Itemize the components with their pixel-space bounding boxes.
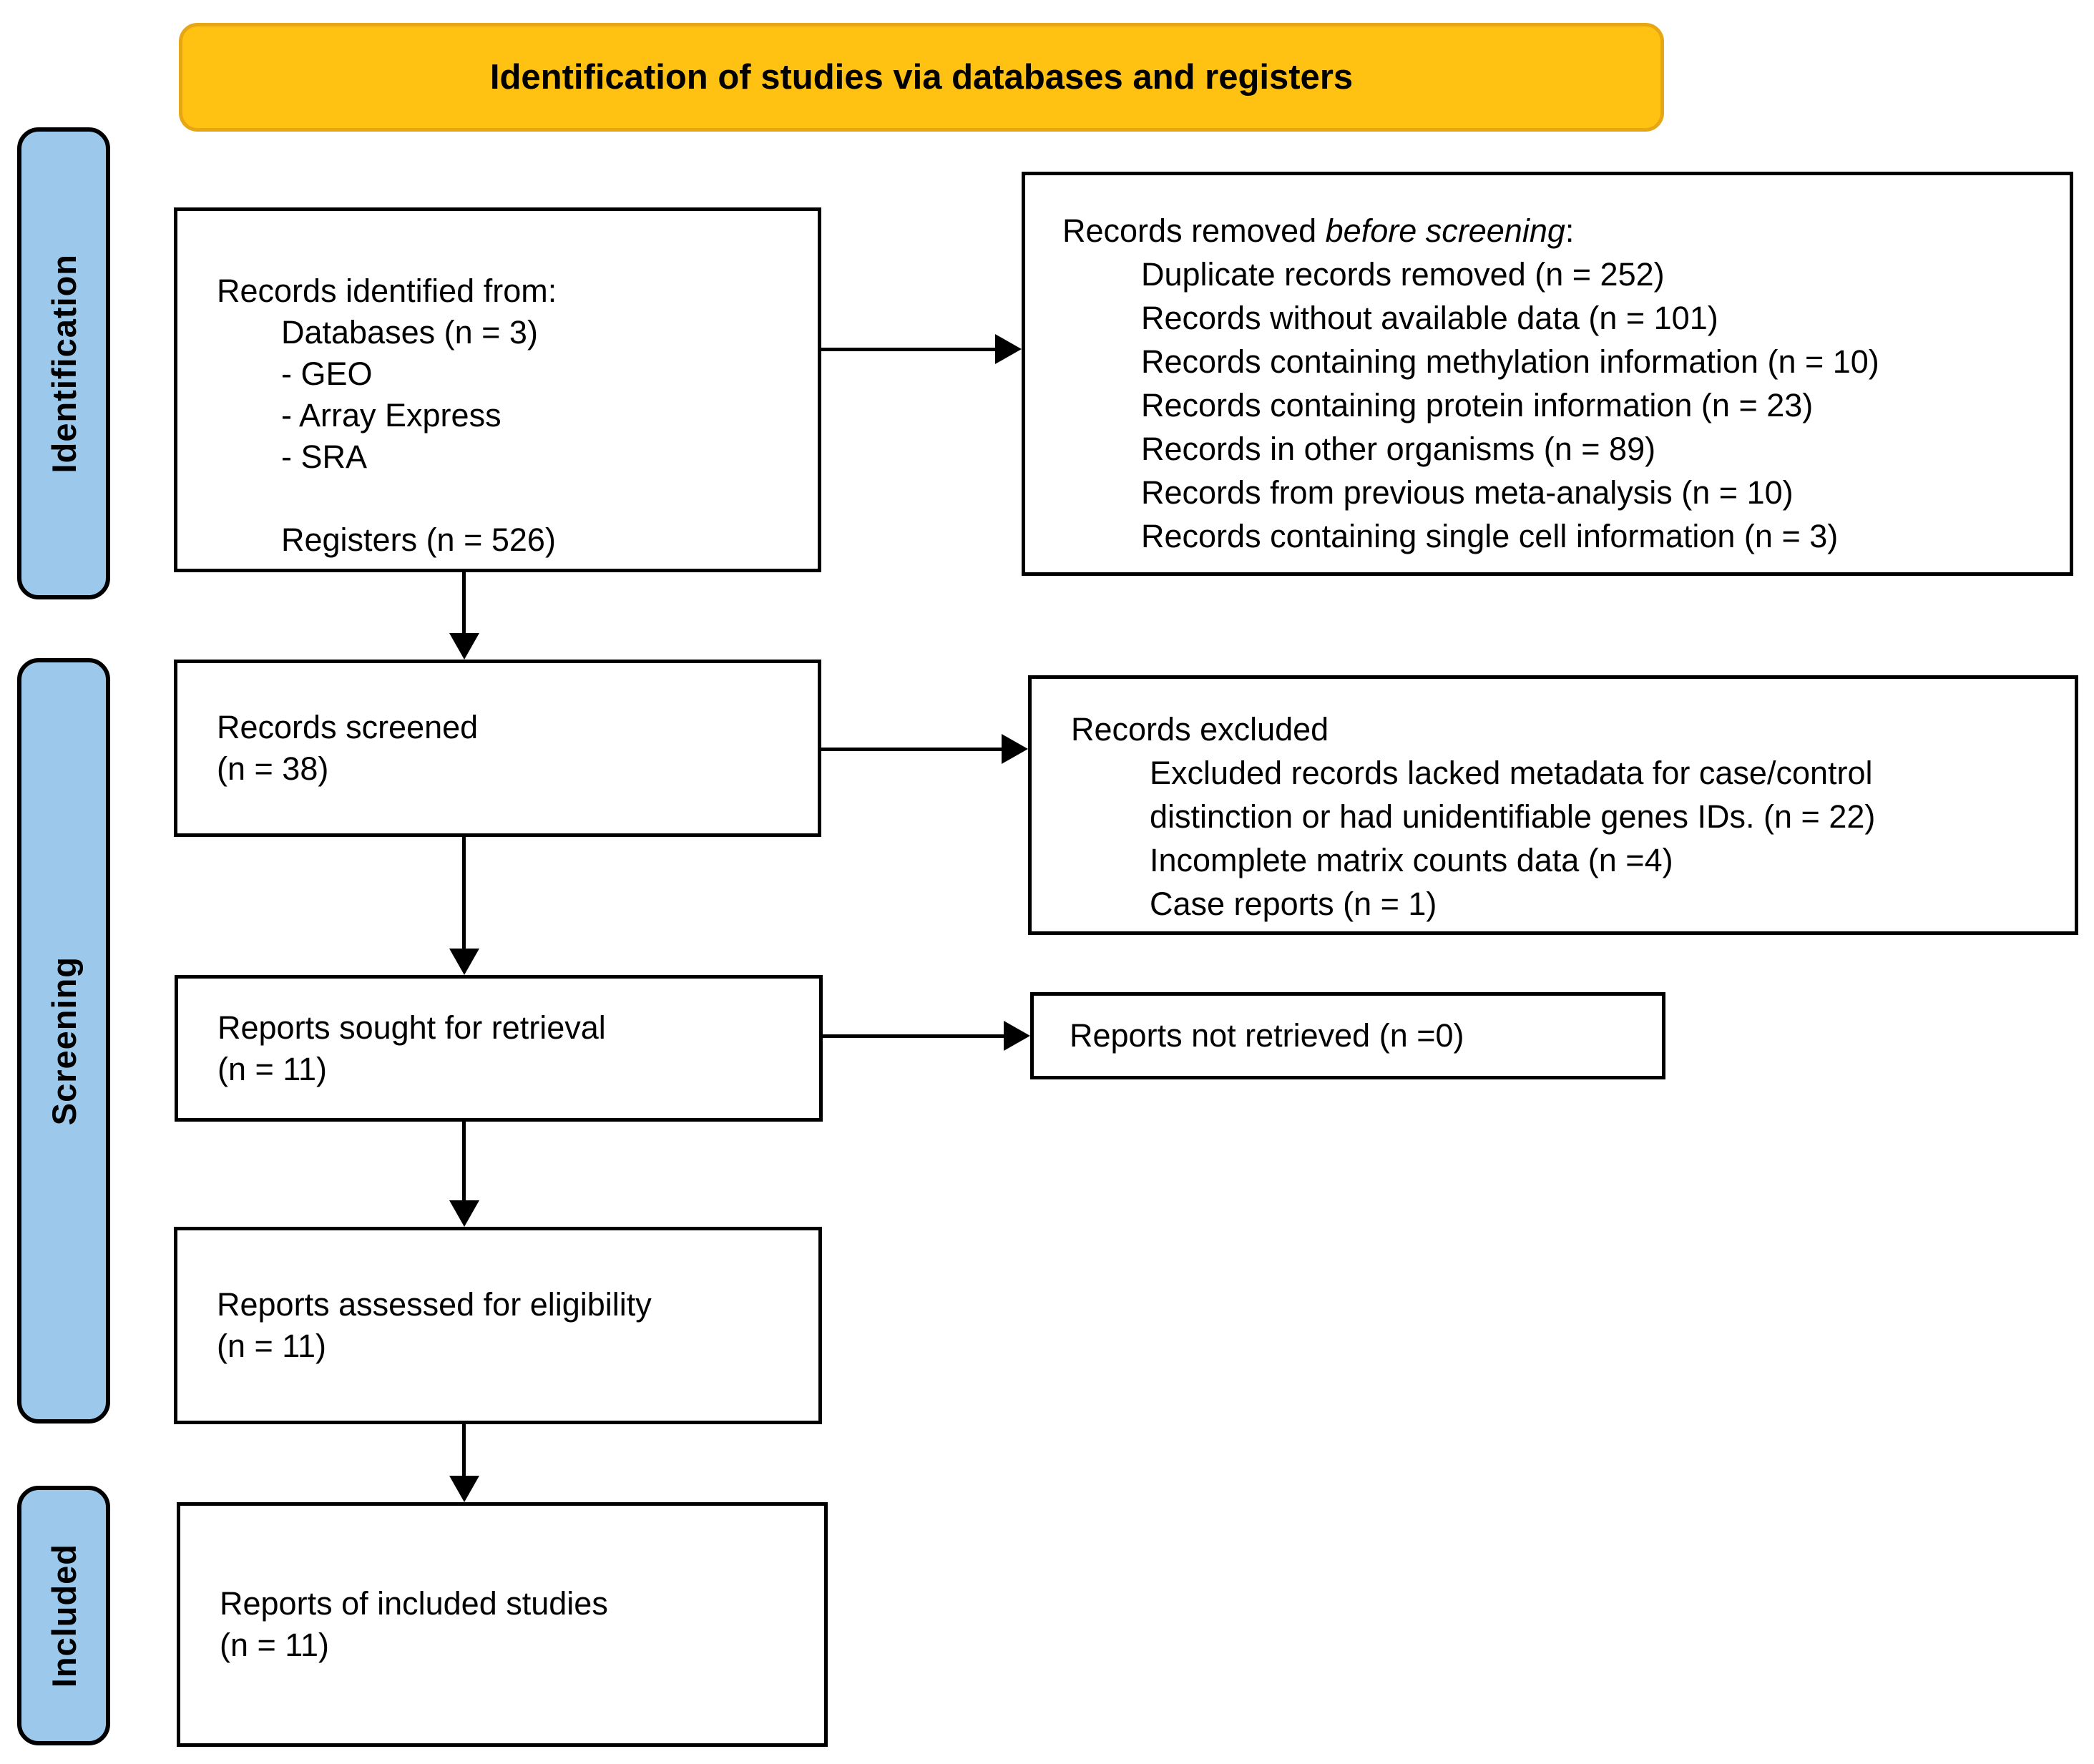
records-removed-item: Records containing methylation informati… [1141,343,1879,380]
stage-included: Included [17,1486,110,1745]
records-identified-item: - Array Express [281,397,502,433]
records-excluded-title: Records excluded [1071,711,1329,748]
banner-title: Identification of studies via databases … [179,23,1664,132]
reports-assessed-count: (n = 11) [217,1328,326,1364]
box-records-removed: Records removed before screening: Duplic… [1022,172,2073,576]
records-removed-item: Records from previous meta-analysis (n =… [1141,474,1794,511]
box-reports-included: Reports of included studies (n = 11) [177,1502,828,1747]
arrow-line [462,837,466,950]
records-removed-title-prefix: Records removed [1062,212,1326,249]
reports-sought-count: (n = 11) [217,1050,327,1087]
arrow-line [462,1122,466,1202]
records-removed-item: Records containing protein information (… [1141,387,1814,423]
arrowhead-right-icon [1004,1021,1030,1051]
records-removed-item: Records without available data (n = 101) [1141,300,1718,336]
box-reports-sought: Reports sought for retrieval (n = 11) [175,975,823,1122]
stage-included-label: Included [44,1543,83,1688]
reports-assessed-label: Reports assessed for eligibility [217,1286,652,1323]
records-excluded-item: Excluded records lacked metadata for cas… [1150,755,1873,791]
reports-not-retrieved-label: Reports not retrieved (n =0) [1070,1017,1464,1054]
arrowhead-down-icon [449,1200,479,1227]
arrow-line [462,572,466,635]
records-identified-item: - SRA [281,438,368,475]
arrowhead-down-icon [449,1476,479,1502]
box-records-excluded: Records excluded Excluded records lacked… [1028,675,2078,935]
reports-sought-label: Reports sought for retrieval [217,1009,606,1046]
box-reports-not-retrieved: Reports not retrieved (n =0) [1030,992,1665,1079]
records-excluded-item: Incomplete matrix counts data (n =4) [1150,842,1673,878]
stage-identification: Identification [17,127,110,599]
reports-included-count: (n = 11) [220,1627,329,1663]
reports-included-label: Reports of included studies [220,1585,608,1622]
records-excluded-item: Case reports (n = 1) [1150,886,1437,922]
records-removed-title: Records removed before screening: [1062,209,2059,253]
stage-screening: Screening [17,658,110,1424]
records-identified-item: Databases (n = 3) [281,314,538,351]
arrowhead-down-icon [449,949,479,975]
arrowhead-down-icon [449,633,479,660]
arrow-line [821,748,1004,751]
box-reports-assessed: Reports assessed for eligibility (n = 11… [174,1227,822,1424]
arrowhead-right-icon [1002,734,1028,764]
records-removed-title-suffix: : [1565,212,1575,249]
records-identified-item: Registers (n = 526) [281,521,556,558]
records-identified-spacer [281,478,800,519]
records-identified-item: - GEO [281,356,373,392]
records-removed-title-italic: before screening [1325,212,1565,249]
arrow-line [823,1034,1006,1038]
arrowhead-right-icon [995,334,1022,364]
banner-title-text: Identification of studies via databases … [489,58,1354,97]
stage-identification-label: Identification [44,253,83,474]
stage-screening-label: Screening [44,956,83,1126]
records-removed-item: Records in other organisms (n = 89) [1141,431,1656,467]
records-removed-item: Records containing single cell informati… [1141,518,1839,554]
box-records-identified: Records identified from: Databases (n = … [174,207,821,572]
records-removed-item: Duplicate records removed (n = 252) [1141,256,1665,293]
records-identified-title: Records identified from: [217,273,557,309]
records-screened-count: (n = 38) [217,750,329,787]
arrow-line [462,1424,466,1477]
arrow-line [821,348,999,351]
records-screened-label: Records screened [217,709,479,745]
records-excluded-item: distinction or had unidentifiable genes … [1150,798,1876,835]
box-records-screened: Records screened (n = 38) [174,660,821,837]
